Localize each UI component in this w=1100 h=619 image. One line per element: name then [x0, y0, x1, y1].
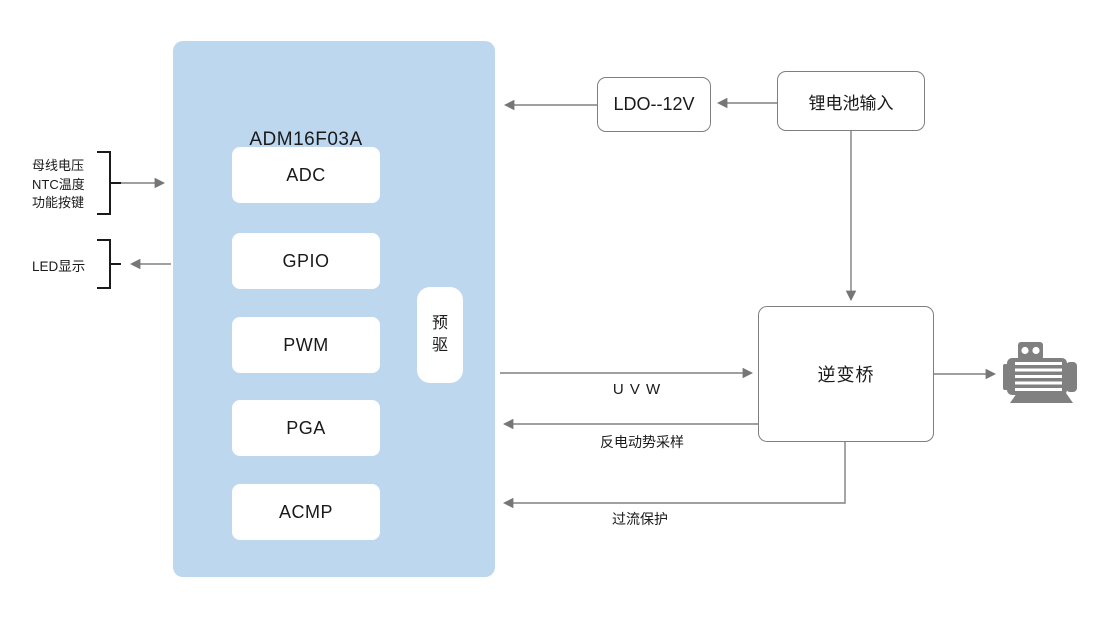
led-bracket — [97, 239, 111, 289]
label-back-emf: 反电动势采样 — [600, 434, 684, 450]
label-led-display: LED显示 — [32, 259, 86, 274]
inverter-label: 逆变桥 — [817, 365, 875, 385]
label-function-keys: 功能按键 — [32, 195, 85, 210]
label-overcurrent: 过流保护 — [612, 511, 668, 527]
module-predriver: 预 驱 — [417, 287, 463, 383]
label-bus-voltage: 母线电压 — [32, 158, 85, 173]
ldo-block: LDO--12V — [597, 77, 711, 132]
chip-block-adm16f03a: ADM16F03A ADC GPIO PWM PGA ACMP 预 驱 — [173, 41, 495, 577]
ldo-label: LDO--12V — [613, 94, 695, 114]
module-acmp: ACMP — [232, 484, 380, 540]
module-adc: ADC — [232, 147, 380, 203]
predriver-char-2: 驱 — [431, 337, 448, 354]
predriver-char-1: 预 — [431, 315, 448, 332]
label-uvw: U V W — [612, 381, 662, 398]
module-pga: PGA — [232, 400, 380, 456]
module-pwm: PWM — [232, 317, 380, 373]
motor-icon — [1003, 342, 1077, 403]
inverter-bridge-block: 逆变桥 — [758, 306, 934, 442]
chip-title: ADM16F03A — [249, 129, 363, 150]
battery-input-block: 锂电池输入 — [777, 71, 925, 131]
wire-overcurrent-inverter-to-chip — [502, 442, 846, 509]
input-signal-labels: 母线电压 NTC温度 功能按键 — [32, 157, 102, 213]
module-gpio: GPIO — [232, 233, 380, 289]
battery-label: 锂电池输入 — [808, 93, 894, 113]
label-ntc-temperature: NTC温度 — [32, 176, 85, 192]
